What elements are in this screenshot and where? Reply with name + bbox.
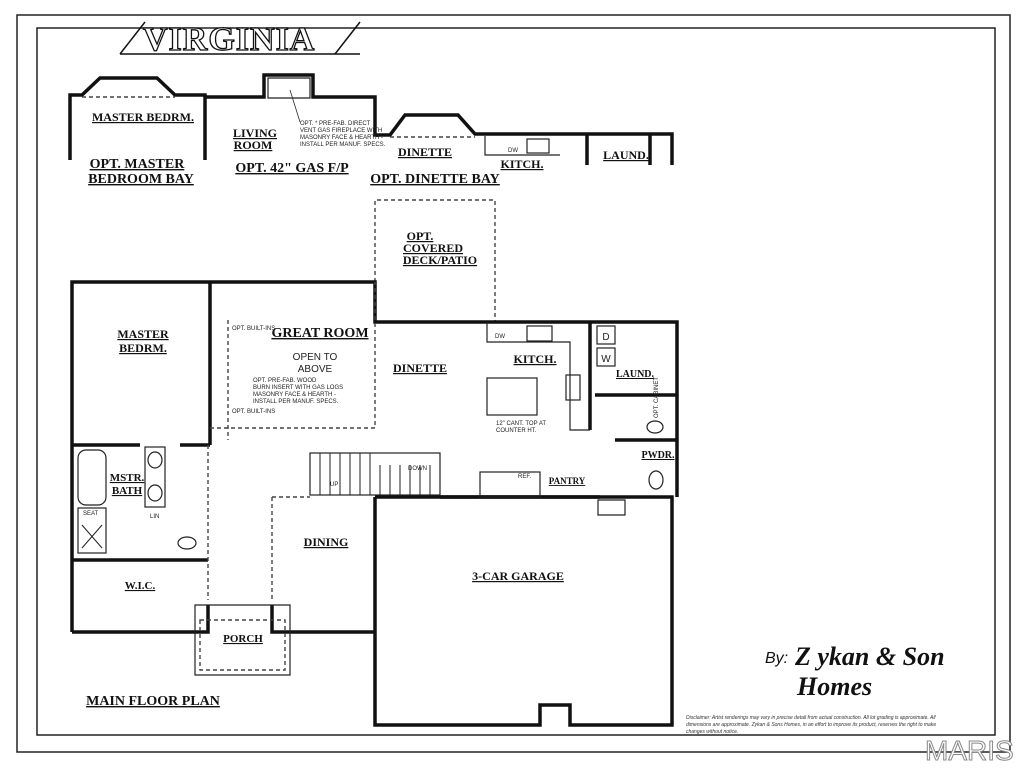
opt-laund-label: LAUND. [603, 148, 649, 162]
open-to-above-1: OPEN TO [293, 352, 338, 363]
dryer-label: D [602, 332, 609, 343]
dinette-label: DINETTE [393, 361, 447, 375]
opt-dinette-label: DINETTE [398, 145, 452, 159]
main-plan-walls [70, 280, 679, 727]
options-strip: MASTER BEDRM. OPT. MASTER BEDROOM BAY LI… [68, 73, 674, 187]
ref-label: REF. [518, 474, 531, 480]
title-banner: VIRGINIA [119, 20, 361, 59]
lin-label: LIN [150, 514, 159, 520]
stairs-up-label: UP [330, 482, 338, 488]
fireplace-note-3: MASONRY FACE & HEARTH - [253, 392, 336, 398]
built-ins-bottom: OPT. BUILT-INS [232, 409, 275, 415]
deck-label-1: OPT. [407, 229, 434, 243]
deck-label-3: DECK/PATIO [403, 253, 477, 267]
opt-living-room-label-2: ROOM [234, 138, 273, 152]
fireplace-note-1: OPT. PRE-FAB. WOOD [253, 378, 317, 384]
dining-label: DINING [304, 535, 349, 549]
pantry-label: PANTRY [549, 476, 586, 486]
deck-label-2: COVERED [403, 241, 463, 255]
disclaimer-line-3: changes without notice. [686, 729, 738, 735]
gas-fp-note-1: OPT. * PRE-FAB. DIRECT [300, 121, 371, 127]
cantilever-note-2: COUNTER HT. [496, 428, 537, 434]
outer-frame [16, 14, 1011, 753]
dw-label: DW [495, 334, 505, 340]
opt-master-bedrm-label: MASTER BEDRM. [92, 110, 194, 124]
builder-name-1: Z ykan & Son [794, 642, 945, 671]
porch-label: PORCH [223, 633, 263, 645]
laund-label: LAUND. [616, 369, 655, 380]
builder-by: By: [765, 650, 788, 667]
opt-living-room-label-1: LIVING [233, 126, 277, 140]
mstr-bath-label-2: BATH [112, 485, 143, 497]
plan-title: VIRGINIA [143, 21, 315, 58]
opt-dw-label: DW [508, 148, 518, 154]
kitch-label: KITCH. [513, 352, 556, 366]
master-bedrm-label-2: BEDRM. [119, 341, 167, 355]
watermark-logo: MARIS [925, 735, 1014, 766]
garage-label: 3-CAR GARAGE [472, 569, 564, 583]
inner-frame [36, 27, 996, 736]
built-ins-top: OPT. BUILT-INS [232, 326, 275, 332]
stairs-down-label: DOWN [408, 466, 427, 472]
open-to-above-2: ABOVE [298, 364, 333, 375]
opt-master-bay-label-2: BEDROOM BAY [88, 172, 194, 187]
disclaimer-line-1: Disclaimer: Artist renderings may vary i… [686, 715, 936, 721]
gas-fp-note-3: MASONRY FACE & HEARTH - [300, 135, 383, 141]
pwdr-label: PWDR. [641, 450, 675, 461]
disclaimer-line-2: dimensions are approximate. Zykan & Sons… [686, 722, 936, 728]
gas-fp-note-4: INSTALL PER MANUF. SPECS. [300, 142, 386, 148]
mstr-bath-label-1: MSTR. [110, 472, 145, 484]
opt-gas-fp-label: OPT. 42" GAS F/P [235, 161, 349, 176]
fireplace-note-2: BURN INSERT WITH GAS LOGS [253, 385, 343, 391]
master-bedrm-label-1: MASTER [117, 327, 169, 341]
opt-master-bay-label-1: OPT. MASTER [90, 157, 186, 172]
fireplace-note-4: INSTALL PER MANUF. SPECS. [253, 399, 339, 405]
builder-name-2: Homes [796, 672, 872, 701]
wic-label: W.I.C. [125, 580, 156, 592]
opt-dinette-bay-label: OPT. DINETTE BAY [370, 172, 500, 187]
main-floor-plan-label: MAIN FLOOR PLAN [86, 694, 220, 709]
seat-label: SEAT [83, 511, 99, 517]
gas-fp-note-2: VENT GAS FIREPLACE WITH [300, 128, 382, 134]
washer-label: W [601, 354, 611, 365]
opt-kitch-label: KITCH. [500, 157, 543, 171]
opt-cabinet-label: OPT. CABINET [654, 377, 660, 418]
great-room-label: GREAT ROOM [271, 326, 368, 341]
cantilever-note-1: 12" CANT. TOP AT [496, 421, 546, 427]
